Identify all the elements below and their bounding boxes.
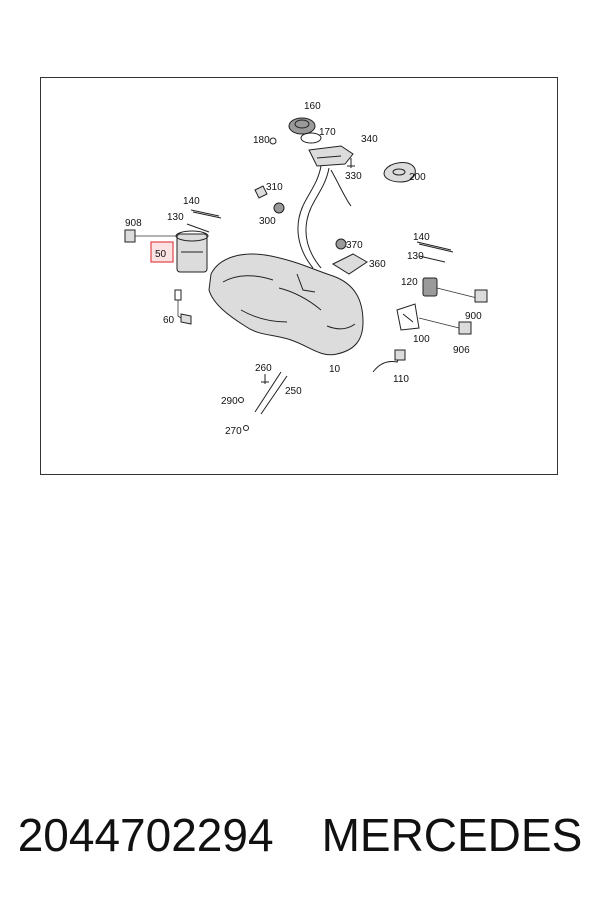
bolt-260-part <box>261 374 269 384</box>
callout-270: 270 <box>225 426 242 437</box>
bolt-330-part <box>347 158 355 168</box>
fuel-cap-part <box>288 117 316 135</box>
callout-170: 170 <box>319 127 336 138</box>
seal-ring-part <box>300 132 322 144</box>
callout-900: 900 <box>465 311 482 322</box>
bolt-290-part <box>238 397 244 403</box>
spring-130-left-part <box>186 223 210 233</box>
callout-60: 60 <box>163 315 175 326</box>
callout-130-left: 130 <box>167 212 184 223</box>
highlight-box-50 <box>150 241 174 263</box>
fuel-system-diagram: 160 170 180 340 330 200 310 300 140 130 … <box>124 101 488 437</box>
bracket-100-part <box>396 303 420 331</box>
fuel-pump-module-part <box>175 230 209 273</box>
level-sender-60-part <box>174 289 192 325</box>
callout-140-left: 140 <box>183 196 200 207</box>
callout-908: 908 <box>125 218 142 229</box>
callout-160: 160 <box>304 101 321 112</box>
spring-140-left-part <box>190 209 222 219</box>
nut-370-part <box>335 238 347 250</box>
nut-300-part <box>273 202 285 214</box>
filler-pipe-part <box>297 165 352 269</box>
clip-310-part <box>254 185 268 199</box>
callout-300: 300 <box>259 216 276 227</box>
pump-120-part <box>422 277 478 299</box>
callout-340: 340 <box>361 134 378 145</box>
callout-290: 290 <box>221 396 238 407</box>
callout-370: 370 <box>346 240 363 251</box>
fuel-tank-part <box>208 253 364 356</box>
callout-200: 200 <box>409 172 426 183</box>
sensor-906-part <box>418 317 472 335</box>
spring-130-right-part <box>418 255 446 263</box>
bolt-270-part <box>243 425 249 431</box>
brand-name: MERCEDES <box>321 809 583 861</box>
sensor-900-part <box>474 289 488 303</box>
line-110-part <box>372 349 406 373</box>
gasket-360-part <box>331 253 368 275</box>
strap-250-part <box>254 371 288 415</box>
callout-120: 120 <box>401 277 418 288</box>
callout-360: 360 <box>369 259 386 270</box>
sensor-908-part <box>124 229 179 243</box>
small-screw-part <box>269 137 277 145</box>
callout-906: 906 <box>453 345 470 356</box>
callout-130-right: 130 <box>407 251 424 262</box>
callout-110: 110 <box>393 374 409 385</box>
part-caption: 2044702294 MERCEDES <box>0 800 600 870</box>
callout-310: 310 <box>266 182 283 193</box>
callout-330: 330 <box>345 171 362 182</box>
callout-10: 10 <box>329 364 341 375</box>
callout-250: 250 <box>285 386 302 397</box>
spring-140-right-part <box>416 241 454 253</box>
callout-50: 50 <box>155 249 167 260</box>
callout-140-right: 140 <box>413 232 430 243</box>
parts-diagram-frame: 160 170 180 340 330 200 310 300 140 130 … <box>40 77 558 475</box>
filler-flap-bracket-part <box>308 145 354 167</box>
callout-180: 180 <box>253 135 270 146</box>
cover-plate-part <box>383 162 416 183</box>
callout-100: 100 <box>413 334 430 345</box>
part-number: 2044702294 <box>17 809 274 861</box>
callout-260: 260 <box>255 363 272 374</box>
